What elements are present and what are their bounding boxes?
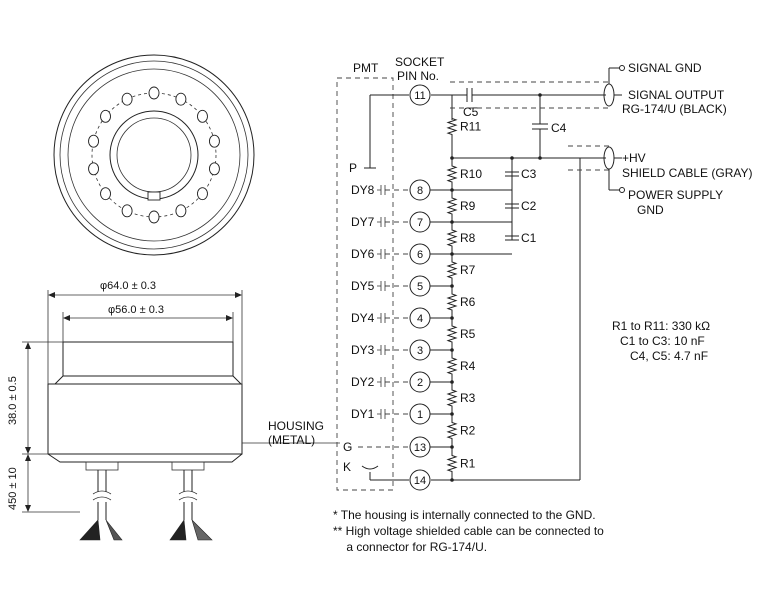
resistor-label: R11	[460, 120, 481, 134]
resistor-label: R8	[460, 231, 476, 245]
electrode-label: DY2	[351, 375, 375, 389]
pin-hole	[208, 162, 220, 176]
electrode-label: DY6	[351, 247, 375, 261]
spec-line: R1 to R11: 330 kΩ	[612, 319, 710, 333]
dim-inner-label: φ56.0 ± 0.3	[108, 304, 164, 316]
note-line: a connector for RG-174/U.	[333, 540, 487, 554]
resistor	[446, 382, 458, 414]
pin-hole	[148, 86, 160, 100]
pin-number: 11	[414, 90, 425, 102]
resistor	[446, 286, 458, 318]
pin-hole	[208, 134, 220, 148]
note-line: ** High voltage shielded cable can be co…	[333, 524, 604, 538]
pin-circle	[409, 84, 431, 106]
signal-output-label: SIGNAL OUTPUT	[628, 88, 725, 102]
resistor	[446, 350, 458, 382]
pin-number: 14	[414, 475, 426, 487]
pmt-box	[336, 77, 394, 491]
socket-top-view	[53, 54, 255, 256]
resistor-label: R7	[460, 263, 476, 277]
hv-label: +HV	[622, 151, 646, 165]
electrode-label: DY3	[351, 343, 375, 357]
housing-metal-label: (METAL)	[268, 433, 315, 447]
dim-cable-label: 450 ± 10	[7, 467, 19, 510]
pmt-label: PMT	[353, 61, 379, 75]
pin-number: 5	[417, 281, 423, 293]
electrode-label: DY8	[351, 183, 375, 197]
resistor-label: R4	[460, 359, 476, 373]
housing-label: HOUSING	[268, 419, 324, 433]
pin-number: 7	[417, 217, 423, 229]
resistor-label: R10	[460, 167, 482, 181]
note-line: * The housing is internally connected to…	[333, 508, 596, 522]
electrode-label: G	[343, 440, 352, 454]
resistor	[446, 158, 458, 190]
electrode-label-p: P	[349, 161, 357, 175]
pin-hole	[88, 134, 100, 148]
socket-label: SOCKET	[395, 55, 445, 69]
socket-side-view	[22, 290, 340, 541]
pin-hole	[100, 109, 111, 123]
c4-label: C4	[551, 121, 567, 135]
c1-label: C1	[521, 231, 537, 245]
spec-line: C4, C5: 4.7 nF	[630, 349, 708, 363]
pin-holes	[88, 86, 220, 224]
c2-label: C2	[521, 199, 537, 213]
c3-label: C3	[521, 167, 537, 181]
pin-number: 1	[417, 409, 423, 421]
signal-gnd-label: SIGNAL GND	[628, 61, 702, 75]
dim-outer-label: φ64.0 ± 0.3	[100, 280, 156, 292]
electrode-label: K	[343, 460, 351, 474]
resistor	[446, 254, 458, 286]
pin-hole	[121, 92, 133, 106]
pin-circle	[409, 469, 431, 491]
pin-hole	[197, 187, 208, 201]
electrode-label: DY4	[351, 311, 375, 325]
pin-hole	[100, 187, 111, 201]
resistor-label: R6	[460, 295, 476, 309]
pin-no-label: PIN No.	[397, 69, 439, 83]
dim-height-label: 38.0 ± 0.5	[7, 376, 19, 425]
resistor-label: R1	[460, 457, 476, 471]
spec-line: C1 to C3: 10 nF	[620, 334, 705, 348]
resistor	[446, 318, 458, 350]
power-supply-gnd-label: GND	[637, 203, 664, 217]
resistor-label: R3	[460, 391, 476, 405]
pin-number: 13	[414, 442, 426, 454]
pin-number: 6	[417, 249, 423, 261]
resistor	[446, 447, 458, 480]
electrode-label: DY1	[351, 407, 375, 421]
resistor-label: R9	[460, 199, 476, 213]
resistor	[446, 117, 458, 158]
hv-cable-label: SHIELD CABLE (GRAY)	[622, 166, 752, 180]
pin-number: 8	[417, 185, 423, 197]
pin-hole	[175, 204, 187, 218]
electrode-label: DY5	[351, 279, 375, 293]
resistor	[446, 190, 458, 222]
electrode-label: DY7	[351, 215, 375, 229]
resistor	[446, 222, 458, 254]
power-supply-label: POWER SUPPLY	[628, 188, 723, 202]
pin-hole	[88, 162, 100, 176]
c5-label: C5	[463, 105, 479, 119]
pin-hole	[121, 204, 133, 218]
pin-number: 2	[417, 377, 423, 389]
resistor	[446, 414, 458, 447]
pin-hole	[175, 92, 187, 106]
pin-hole	[148, 210, 160, 224]
signal-cable-label: RG-174/U (BLACK)	[622, 102, 727, 116]
pin-hole	[197, 109, 208, 123]
pin-number: 3	[417, 345, 423, 357]
resistor-label: R2	[460, 424, 476, 438]
pin-number: 4	[417, 313, 423, 325]
resistor-label: R5	[460, 327, 476, 341]
